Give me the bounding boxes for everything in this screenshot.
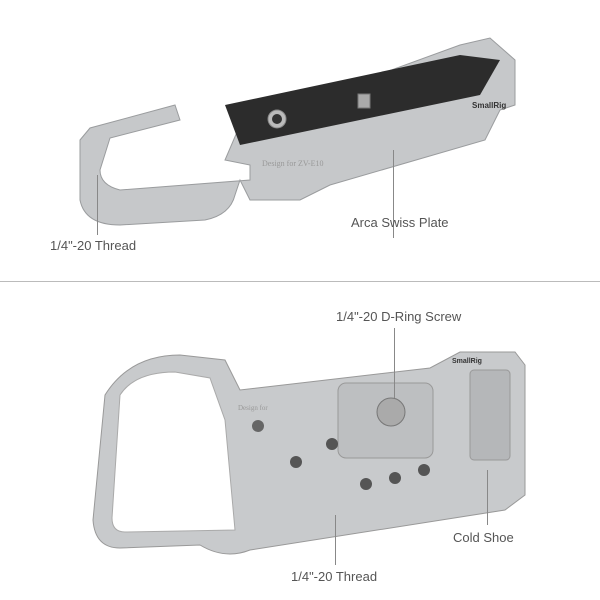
callout-arca-swiss-plate: Arca Swiss Plate	[351, 215, 449, 230]
callout-thread-bottom: 1/4"-20 Thread	[291, 569, 378, 584]
d-ring-screw	[376, 397, 406, 427]
callout-cold-shoe: Cold Shoe	[453, 530, 514, 545]
top-bracket: SmallRig Design for ZV-E10	[79, 37, 516, 226]
divider	[0, 281, 600, 282]
callout-d-ring-screw: 1/4"-20 D-Ring Screw	[336, 309, 462, 324]
screw	[357, 93, 371, 109]
callout-line	[97, 175, 98, 235]
cold-shoe	[469, 369, 511, 461]
brand-engraving: SmallRig	[472, 101, 506, 110]
callout-line	[487, 470, 488, 525]
model-engraving: Design for	[238, 404, 268, 412]
callout-line	[394, 328, 395, 398]
callout-line	[335, 515, 336, 565]
callout-thread-top: 1/4"-20 Thread	[50, 238, 137, 253]
model-engraving: Design for ZV-E10	[262, 159, 323, 168]
bottom-bracket: SmallRig Design for	[92, 351, 526, 555]
callout-line	[393, 150, 394, 238]
brand-engraving: SmallRig	[452, 358, 482, 365]
